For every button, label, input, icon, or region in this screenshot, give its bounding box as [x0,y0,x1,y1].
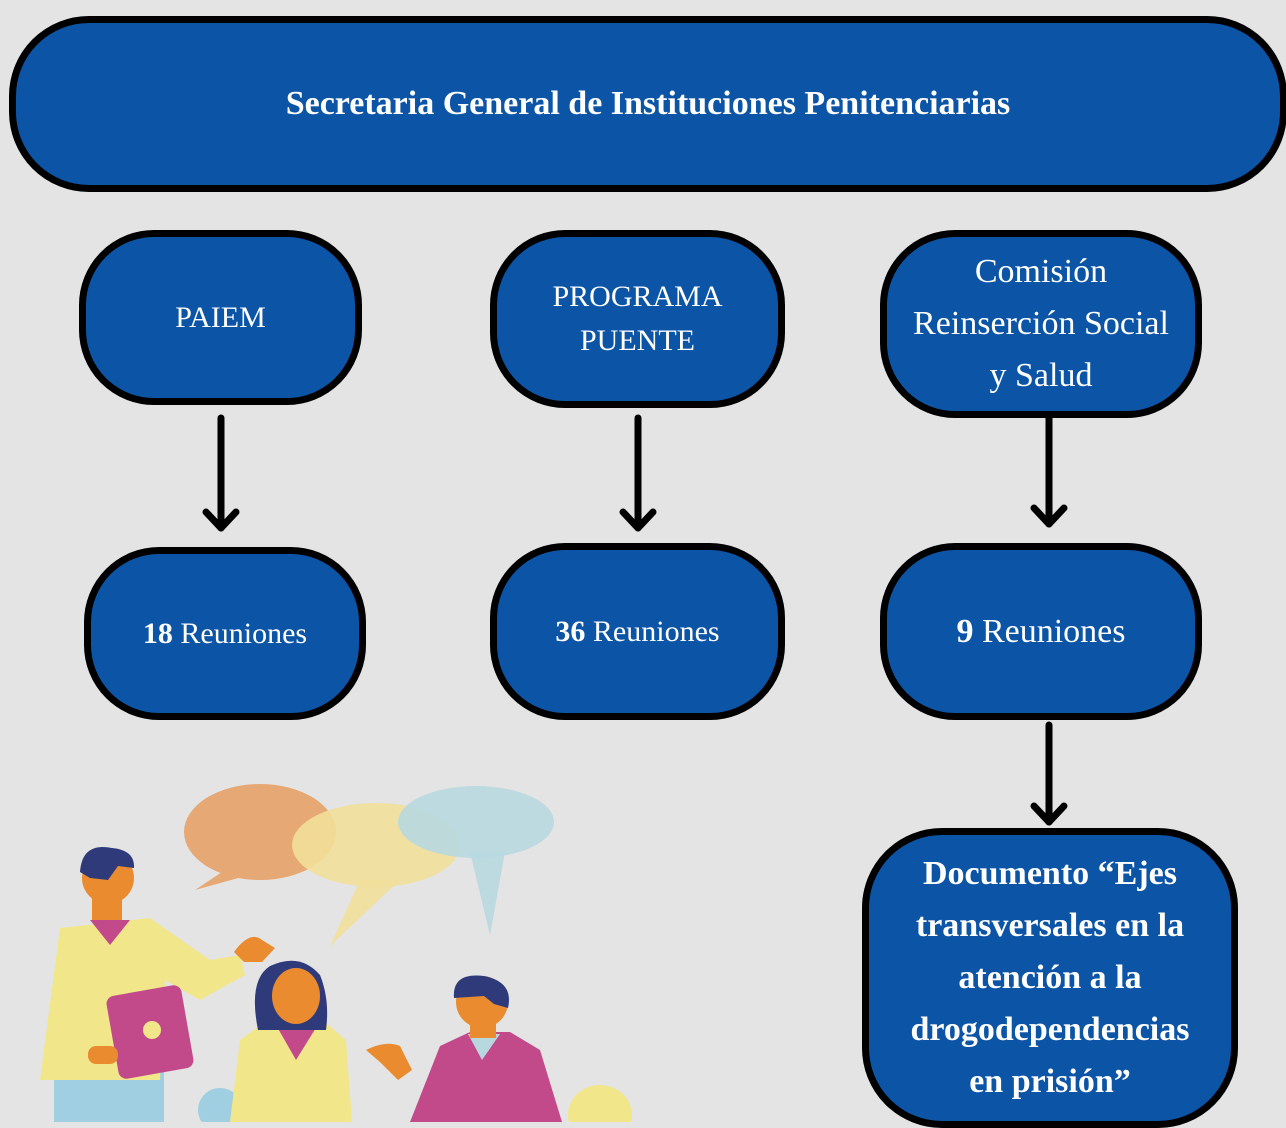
program-box-puente: PROGRAMA PUENTE [490,230,785,408]
program-box-comision: Comisión Reinserción Social y Salud [880,230,1202,418]
program-label: PROGRAMA PUENTE [552,275,722,363]
meetings-box-paiem: 18 Reuniones [84,547,366,720]
man-with-tablet-icon [40,847,275,1122]
meetings-box-comision: 9 Reuniones [880,543,1202,720]
meetings-text: 9 Reuniones [956,613,1125,651]
arrow-down-icon [1030,721,1068,826]
document-line: atención a la [958,959,1142,996]
label-line: Comisión [974,253,1108,290]
document-box: Documento “Ejes transversales en la aten… [862,828,1238,1128]
document-line: Documento “Ejes [922,855,1177,892]
document-line: en prisión” [969,1063,1131,1100]
document-line: drogodependencias [910,1011,1190,1048]
arrow-down-icon [202,414,240,532]
document-title: Documento “Ejes transversales en la aten… [911,848,1190,1108]
program-box-paiem: PAIEM [79,230,362,405]
speech-bubble-blue-icon [398,786,554,935]
woman-icon [198,960,352,1122]
meetings-count: 36 [555,614,586,648]
meetings-box-puente: 36 Reuniones [490,543,785,720]
label-line: PROGRAMA [552,280,723,313]
meetings-label: Reuniones [981,612,1126,650]
header-box: Secretaria General de Instituciones Peni… [9,16,1286,192]
label-line: PUENTE [579,324,695,357]
meetings-text: 36 Reuniones [555,615,719,649]
meetings-text: 18 Reuniones [143,617,307,651]
meetings-label: Reuniones [180,616,308,650]
meetings-count: 18 [142,616,173,650]
program-label: Comisión Reinserción Social y Salud [913,246,1169,402]
seated-man-icon [366,975,632,1122]
meetings-count: 9 [956,612,974,650]
document-line: transversales en la [915,907,1185,944]
header-title: Secretaria General de Instituciones Peni… [285,85,1011,122]
meetings-label: Reuniones [592,614,720,648]
arrow-down-icon [619,414,657,532]
label-line: y Salud [989,357,1093,394]
label-line: Reinserción Social [913,305,1169,342]
arrow-down-icon [1030,414,1068,528]
program-label: PAIEM [175,300,266,334]
